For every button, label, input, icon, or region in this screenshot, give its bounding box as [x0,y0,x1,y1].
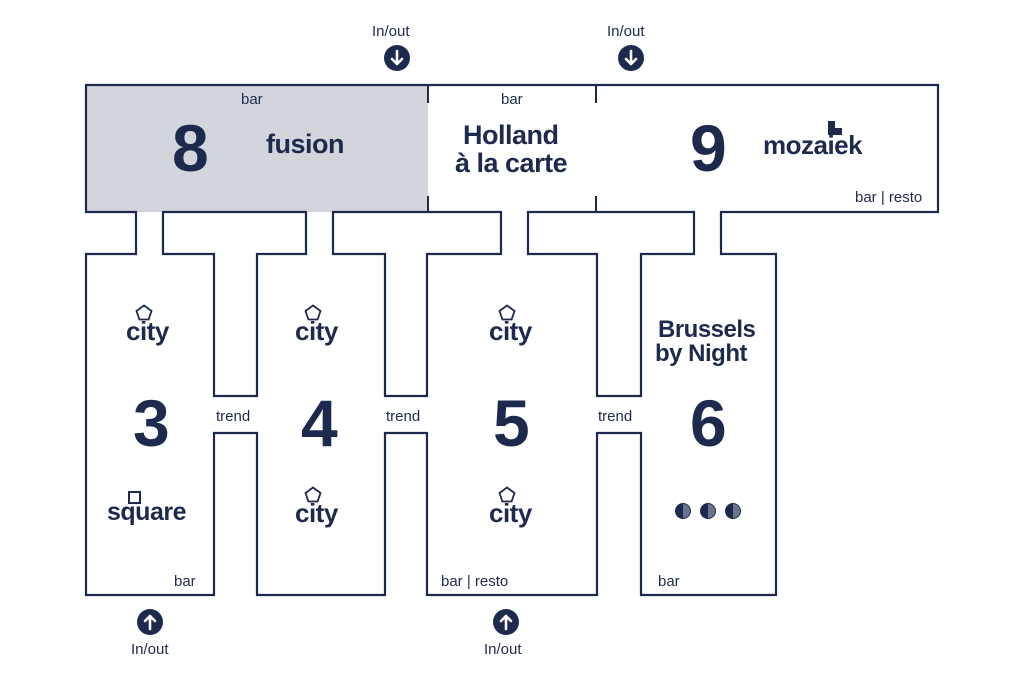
hall-holland-tag: bar [501,91,523,108]
mozaiek-logo-icon [828,121,842,135]
hall-holland-brand-line2: à la carte [455,148,568,178]
entrance-bottom-center-label: In/out [484,641,522,658]
hall-4-brand-bottom: city [295,498,338,528]
connector-3-4-label: trend [216,408,251,425]
hall-6-brand-line1: Brussels [658,316,756,343]
hall-3-number: 3 [133,386,170,460]
hall-9-brand: mozaiek [763,130,863,160]
connector-4-5-label: trend [386,408,421,425]
connector-5-6-label: trend [598,408,633,425]
hall-6-number: 6 [690,386,727,460]
pentagon-icon [135,304,153,321]
hall-3-brand-top: city [126,316,169,346]
arrow-down-circle-icon[interactable] [618,45,644,71]
hall-3-brand-bottom: square [107,498,186,526]
hall-3-tag: bar [174,573,196,590]
pentagon-icon [304,304,322,321]
hall-8-tag: bar [241,91,263,108]
hall-5-number: 5 [493,386,530,460]
hall-6-brand-line2: by Night [655,340,748,367]
entrance-top-left-label: In/out [372,23,410,40]
square-logo-icon [128,491,141,504]
hall-8-number: 8 [172,111,209,185]
hall-5-brand-bottom: city [489,498,532,528]
hall-8-brand: fusion [266,129,345,159]
hall-6-tag: bar [658,573,680,590]
hall-9-tag: bar | resto [855,189,923,206]
floor-plan-outline [84,83,940,597]
hall-5-tag: bar | resto [441,573,509,590]
pentagon-icon [498,486,516,503]
arrow-up-circle-icon[interactable] [493,609,519,635]
pentagon-icon [304,486,322,503]
hall-4-number: 4 [301,386,338,460]
hall-8-highlight [86,85,428,212]
entrance-top-right-label: In/out [607,23,645,40]
three-dots-icon [675,503,741,519]
hall-4-brand-top: city [295,316,338,346]
pentagon-icon [498,304,516,321]
hall-9-number: 9 [690,111,727,185]
entrance-bottom-left-label: In/out [131,641,169,658]
hall-holland-brand-line1: Holland [463,120,559,150]
arrow-up-circle-icon[interactable] [137,609,163,635]
arrow-down-circle-icon[interactable] [384,45,410,71]
hall-5-brand-top: city [489,316,532,346]
